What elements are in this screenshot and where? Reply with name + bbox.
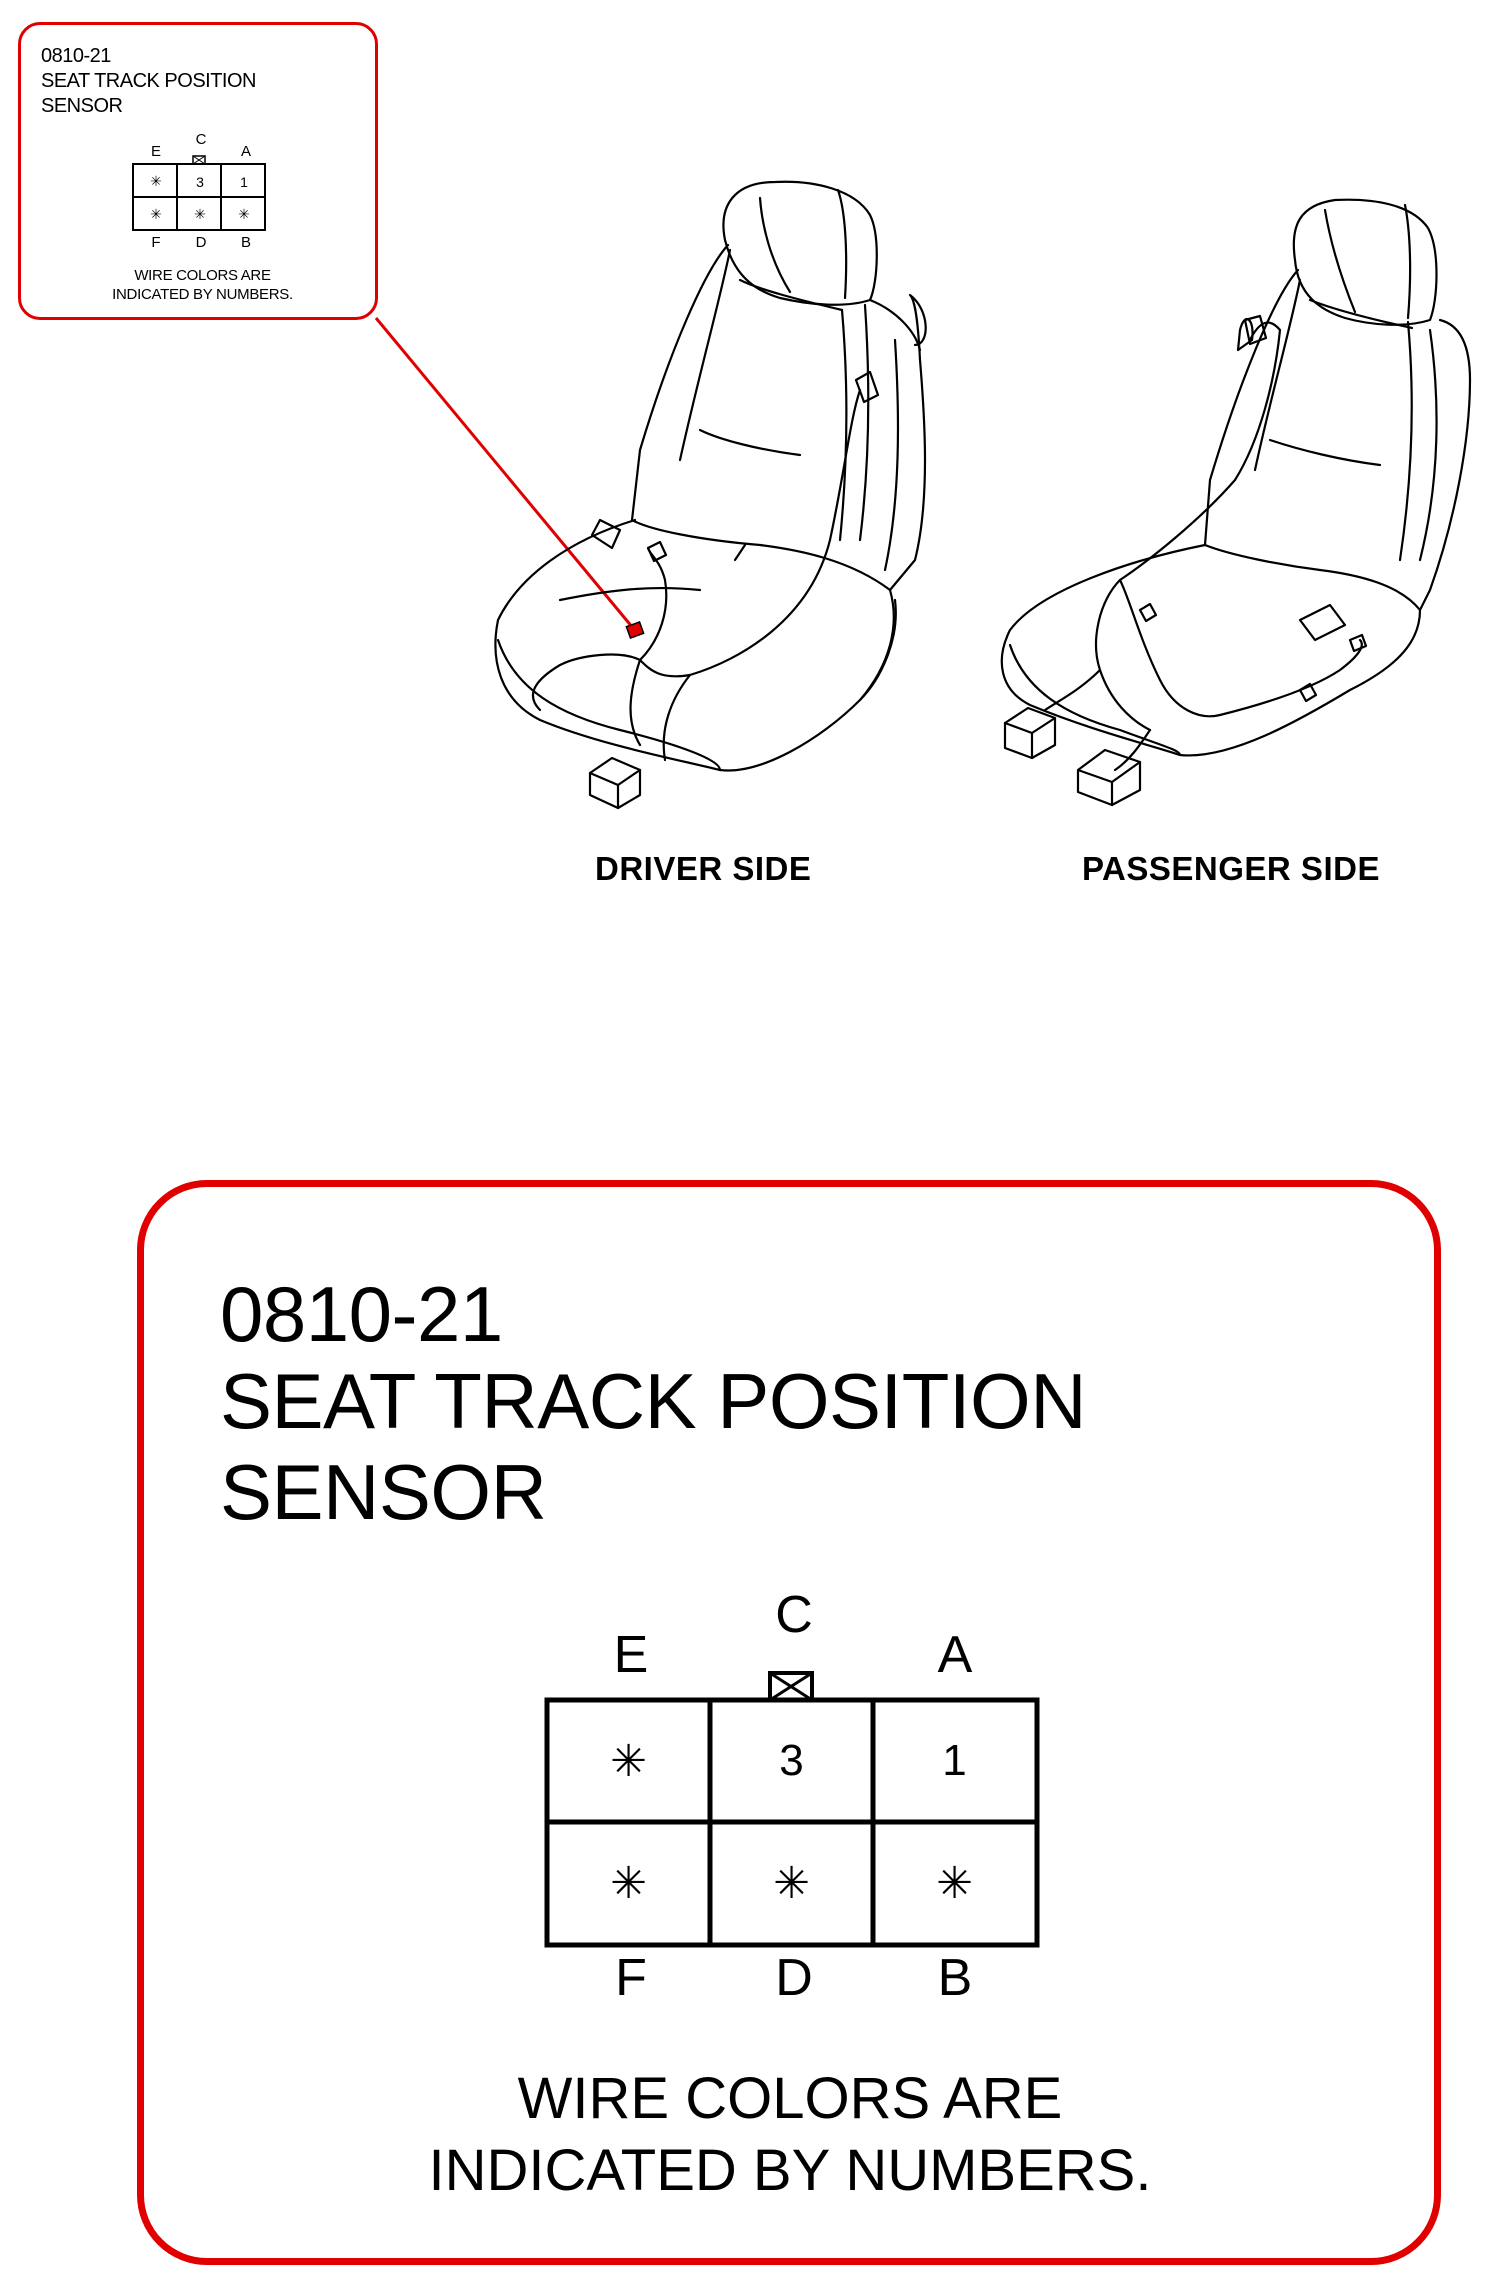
inset-cell-e: ✳ bbox=[150, 173, 162, 189]
inset-pin-f: F bbox=[151, 234, 161, 251]
connector-callout bbox=[137, 1180, 1441, 2265]
driver-seat bbox=[494, 180, 927, 810]
inset-pin-d: D bbox=[195, 234, 207, 251]
inset-pin-b: B bbox=[240, 234, 251, 251]
callout-leader-line bbox=[374, 317, 635, 629]
inset-note-line2: INDICATED BY NUMBERS. bbox=[112, 286, 293, 303]
inset-pin-c: C bbox=[195, 131, 207, 148]
seat-track-sensor-connector-highlight bbox=[625, 621, 645, 639]
pin-label-f: F bbox=[615, 1949, 647, 2007]
inset-cell-f: ✳ bbox=[150, 206, 162, 222]
pin-label-c: C bbox=[775, 1586, 813, 1644]
cell-f: ✳ bbox=[610, 1859, 647, 1908]
cell-c: 3 bbox=[779, 1736, 804, 1785]
wire-color-note-line2: INDICATED BY NUMBERS. bbox=[428, 2138, 1152, 2203]
pin-label-d: D bbox=[775, 1949, 813, 2007]
connector-title-line2: SENSOR bbox=[220, 1448, 547, 1536]
inset-cell-d: ✳ bbox=[194, 206, 206, 222]
inset-connector-grid bbox=[132, 155, 266, 231]
inset-note-line1: WIRE COLORS ARE bbox=[134, 267, 271, 284]
inset-cell-c: 3 bbox=[196, 173, 204, 190]
connector-pin-grid bbox=[544, 1671, 1040, 1948]
driver-side-label: DRIVER SIDE bbox=[595, 850, 812, 887]
pin-c-keyway-icon bbox=[768, 1671, 814, 1702]
cell-d: ✳ bbox=[773, 1859, 810, 1908]
inset-pin-e: E bbox=[150, 143, 161, 160]
pin-label-b: B bbox=[937, 1949, 973, 2007]
passenger-side-label: PASSENGER SIDE bbox=[1082, 850, 1380, 887]
seat-illustrations bbox=[374, 180, 1472, 810]
passenger-seat bbox=[1000, 198, 1472, 807]
inset-title-line2: SENSOR bbox=[41, 95, 123, 117]
inset-callout bbox=[18, 22, 378, 320]
inset-title-line1: SEAT TRACK POSITION bbox=[41, 70, 257, 92]
inset-cell-b: ✳ bbox=[238, 206, 250, 222]
inset-cell-a: 1 bbox=[240, 173, 248, 190]
inset-code: 0810-21 bbox=[41, 45, 111, 67]
inset-pin-a: A bbox=[240, 143, 251, 160]
connector-title-line1: SEAT TRACK POSITION bbox=[220, 1357, 1087, 1445]
connector-code: 0810-21 bbox=[220, 1270, 503, 1358]
cell-a: 1 bbox=[942, 1736, 967, 1785]
wire-color-note-line1: WIRE COLORS ARE bbox=[517, 2066, 1063, 2131]
cell-b: ✳ bbox=[936, 1859, 973, 1908]
cell-e: ✳ bbox=[610, 1736, 647, 1786]
pin-label-a: A bbox=[937, 1626, 973, 1684]
pin-label-e: E bbox=[613, 1626, 649, 1684]
